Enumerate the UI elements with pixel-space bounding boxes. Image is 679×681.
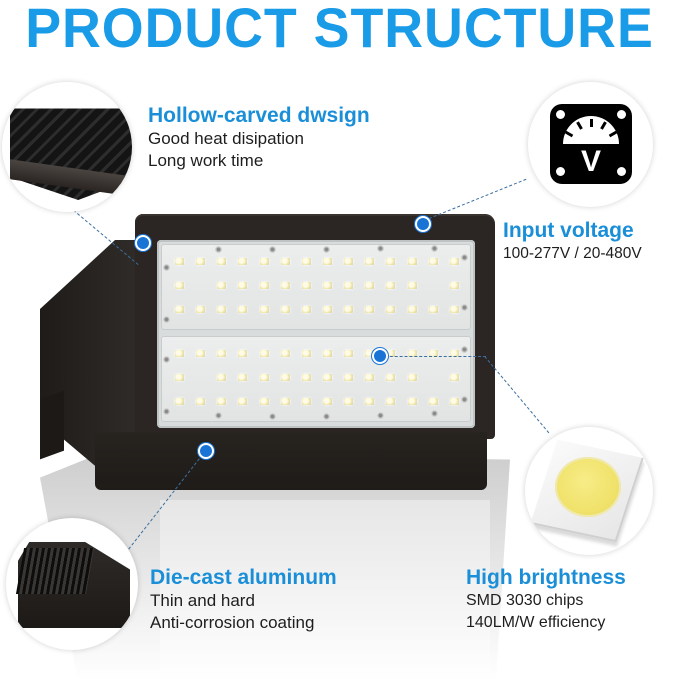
feature-input-voltage: Input voltage 100-277V / 20-480V (503, 219, 642, 265)
feature-high-brightness: High brightness SMD 3030 chips 140LM/W e… (466, 566, 626, 634)
led-row (175, 258, 459, 266)
feature-line: SMD 3030 chips (466, 592, 584, 609)
screw (461, 254, 468, 261)
screw (323, 413, 330, 420)
screw (461, 346, 468, 353)
feature-line: Long work time (148, 151, 264, 170)
marker-hollow (137, 237, 149, 249)
heatsink-callout (2, 82, 132, 212)
chip-phosphor-lens (555, 457, 621, 517)
marker-brightness (374, 350, 386, 362)
feature-line: Thin and hard (150, 591, 255, 610)
feature-heading: Hollow-carved dwsign (148, 104, 370, 127)
leader-line-brightness-h (380, 356, 486, 357)
feature-heading: Die-cast aluminum (150, 566, 337, 589)
led-panel-top (161, 244, 471, 330)
voltage-callout: V (528, 82, 653, 207)
screw (431, 245, 438, 252)
feature-hollow-carved: Hollow-carved dwsign Good heat disipatio… (148, 104, 370, 172)
led-row (175, 282, 459, 290)
led-lens-assembly (157, 240, 475, 428)
mounting-bracket (40, 390, 64, 460)
voltmeter-label: V (580, 145, 601, 178)
feature-line: Good heat disipation (148, 129, 304, 148)
screw (163, 408, 170, 415)
screw (215, 246, 222, 253)
led-panel-bottom (161, 336, 471, 422)
marker-diecast (200, 445, 212, 457)
screw (461, 396, 468, 403)
led-row (175, 350, 459, 358)
fixture-base (95, 432, 487, 490)
screw (163, 316, 170, 323)
feature-heading: Input voltage (503, 219, 634, 242)
voltmeter-icon: V (550, 104, 632, 184)
screw (163, 356, 170, 363)
led-row (175, 374, 459, 382)
marker-voltage (417, 218, 429, 230)
screw (377, 245, 384, 252)
aluminum-fins (15, 548, 95, 594)
feature-line: 140LM/W efficiency (466, 614, 606, 631)
screw (377, 412, 384, 419)
feature-line: Anti-corrosion coating (150, 613, 315, 632)
screw (269, 413, 276, 420)
feature-heading: High brightness (466, 566, 626, 589)
aluminum-callout (6, 518, 138, 650)
screw (163, 264, 170, 271)
led-row (175, 306, 459, 314)
screw (323, 246, 330, 253)
smd-chip-callout (525, 427, 653, 555)
page-title: PRODUCT STRUCTURE (25, 0, 654, 59)
screw (431, 410, 438, 417)
feature-die-cast: Die-cast aluminum Thin and hard Anti-cor… (150, 566, 337, 634)
screw (461, 304, 468, 311)
led-row (175, 398, 459, 406)
feature-line: 100-277V / 20-480V (503, 245, 642, 262)
screw (215, 412, 222, 419)
screw (269, 246, 276, 253)
floor-reflection-lens (160, 500, 490, 681)
